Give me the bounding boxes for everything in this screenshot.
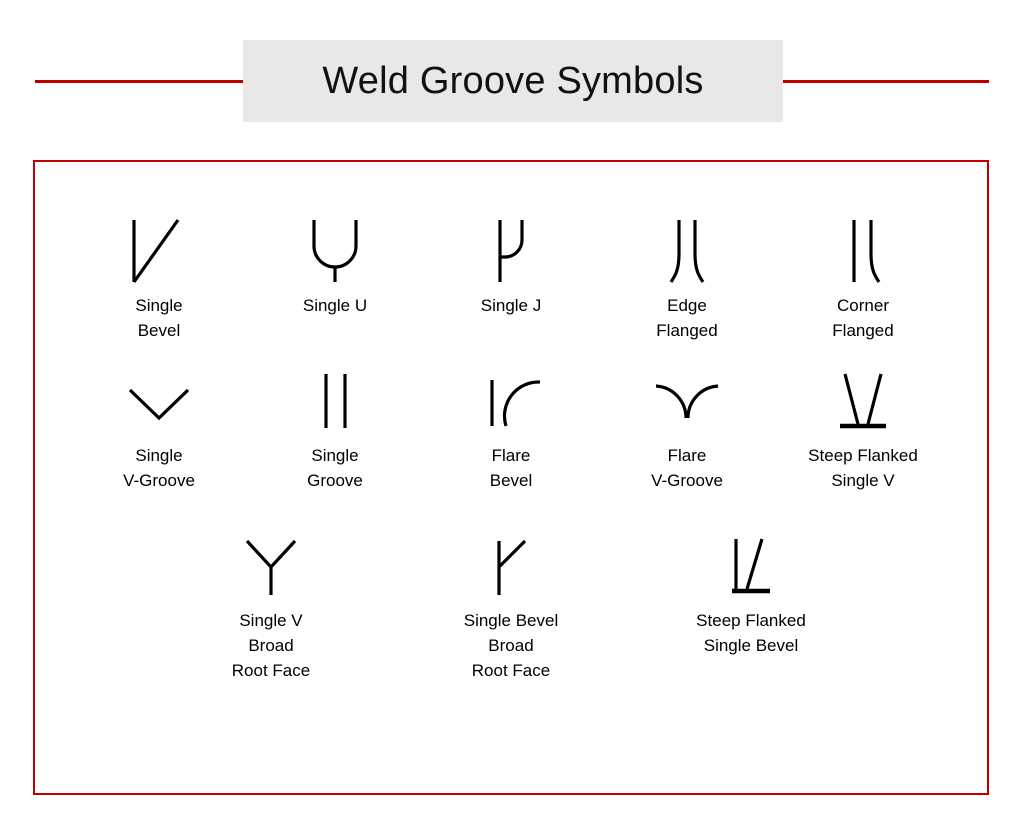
- symbol-row-2: Single V-Groove Single Groove: [35, 362, 987, 493]
- symbol-cell-steep-flanked-single-bevel: Steep Flanked Single Bevel: [631, 527, 871, 683]
- symbol-row-3: Single V Broad Root Face Single Bevel Br…: [35, 527, 987, 683]
- symbol-label: Single V-Groove: [123, 446, 195, 490]
- symbol-cell-flare-bevel: Flare Bevel: [423, 362, 599, 493]
- symbol-cell-single-bevel: Single Bevel: [71, 212, 247, 343]
- symbol-cell-steep-flanked-single-v: Steep Flanked Single V: [775, 362, 951, 493]
- symbol-label: Single U: [302, 296, 368, 315]
- symbol-cell-flare-v-groove: Flare V-Groove: [599, 362, 775, 493]
- single-v-groove-icon: [122, 362, 196, 434]
- symbol-cell-single-groove: Single Groove: [247, 362, 423, 493]
- symbol-cell-single-u: Single U: [247, 212, 423, 343]
- steep-flanked-single-v-icon: [826, 362, 900, 434]
- symbol-label: Edge Flanged: [656, 296, 718, 340]
- symbol-label: Flare Bevel: [489, 446, 533, 490]
- page-title: Weld Groove Symbols: [322, 59, 704, 102]
- single-bevel-broad-root-face-icon: [474, 527, 548, 599]
- symbols-panel: Single Bevel Single U: [33, 160, 989, 795]
- corner-flanged-icon: [826, 212, 900, 284]
- single-bevel-icon: [122, 212, 196, 284]
- symbol-label: Flare V-Groove: [651, 446, 723, 490]
- single-j-icon: [474, 212, 548, 284]
- single-u-icon: [298, 212, 372, 284]
- symbol-label: Steep Flanked Single V: [808, 446, 918, 490]
- symbol-cell-single-v-groove: Single V-Groove: [71, 362, 247, 493]
- symbol-cell-corner-flanged: Corner Flanged: [775, 212, 951, 343]
- symbol-label: Single Bevel Broad Root Face: [463, 611, 559, 680]
- symbol-label: Single Groove: [307, 446, 363, 490]
- edge-flanged-icon: [650, 212, 724, 284]
- symbol-label: Steep Flanked Single Bevel: [696, 611, 806, 655]
- flare-v-groove-icon: [650, 362, 724, 434]
- symbol-row-1: Single Bevel Single U: [35, 212, 987, 343]
- flare-bevel-icon: [474, 362, 548, 434]
- symbol-cell-single-j: Single J: [423, 212, 599, 343]
- title-rule-right: [781, 80, 989, 83]
- symbol-label: Corner Flanged: [832, 296, 894, 340]
- symbol-label: Single Bevel: [135, 296, 183, 340]
- symbol-cell-single-bevel-broad-root-face: Single Bevel Broad Root Face: [391, 527, 631, 683]
- title-plate: Weld Groove Symbols: [243, 40, 783, 122]
- symbol-cell-single-v-broad-root-face: Single V Broad Root Face: [151, 527, 391, 683]
- steep-flanked-single-bevel-icon: [714, 527, 788, 599]
- symbol-label: Single J: [480, 296, 542, 315]
- title-band: Weld Groove Symbols: [0, 40, 1024, 122]
- title-rule-left: [35, 80, 244, 83]
- symbol-rows: Single Bevel Single U: [35, 162, 987, 793]
- symbol-cell-edge-flanged: Edge Flanged: [599, 212, 775, 343]
- symbol-label: Single V Broad Root Face: [231, 611, 311, 680]
- single-groove-icon: [298, 362, 372, 434]
- single-v-broad-root-face-icon: [234, 527, 308, 599]
